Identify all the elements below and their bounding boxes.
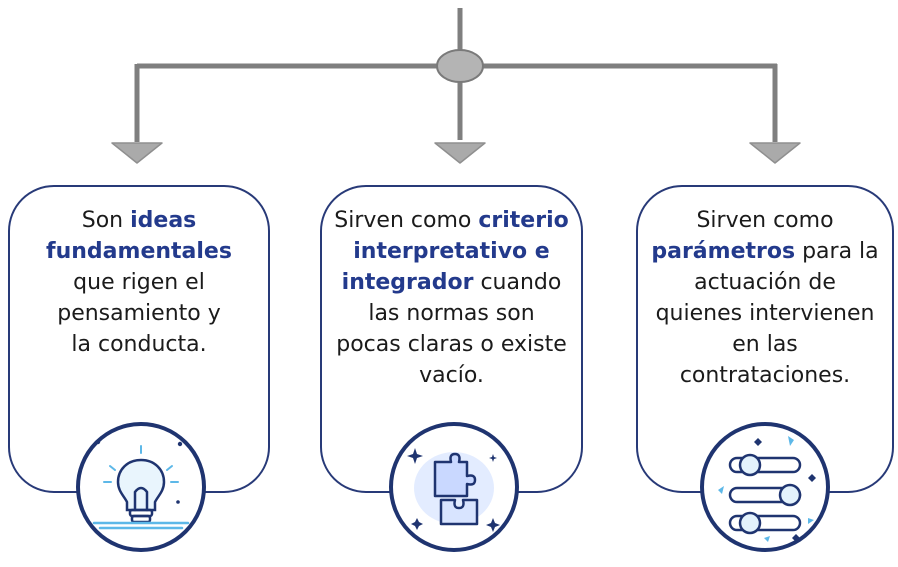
card-text-line: actuación de bbox=[636, 267, 894, 298]
arrow-down-left-icon bbox=[111, 142, 163, 164]
connector-hub bbox=[436, 49, 484, 83]
card-text-line: fundamentales bbox=[8, 236, 270, 267]
sliders-icon bbox=[718, 436, 816, 542]
card-text-line: contrataciones. bbox=[636, 360, 894, 391]
highlight-term: interpretativo e bbox=[353, 239, 550, 264]
card-text-line: integrador cuando bbox=[320, 267, 583, 298]
text-segment: que rigen el bbox=[73, 270, 205, 295]
highlight-term: parámetros bbox=[651, 239, 796, 264]
text-segment: cuando bbox=[473, 270, 562, 295]
card-text-line: quienes intervienen bbox=[636, 298, 894, 329]
text-segment: pensamiento y bbox=[57, 301, 221, 326]
text-segment: contrataciones. bbox=[679, 363, 851, 388]
card-text-line: vacío. bbox=[320, 360, 583, 391]
text-segment: en las bbox=[732, 332, 798, 357]
card-text-line: las normas son bbox=[320, 298, 583, 329]
text-segment: la conducta. bbox=[71, 332, 207, 357]
card-text-line: en las bbox=[636, 329, 894, 360]
card-ideas-text: Son ideas fundamentales que rigen el pensam… bbox=[8, 205, 270, 360]
arrow-down-right-icon bbox=[749, 142, 801, 164]
puzzle-icon-circle bbox=[389, 422, 519, 552]
highlight-term: criterio bbox=[478, 208, 569, 233]
highlight-term: integrador bbox=[341, 270, 474, 295]
card-text-line: que rigen el bbox=[8, 267, 270, 298]
card-text-line: pocas claras o existe bbox=[320, 329, 583, 360]
puzzle-icon bbox=[407, 448, 500, 532]
card-text-line: Sirven como criterio bbox=[320, 205, 583, 236]
text-segment: actuación de bbox=[694, 270, 836, 295]
card-text-line: Son ideas bbox=[8, 205, 270, 236]
sliders-icon-circle bbox=[700, 422, 830, 552]
text-segment: quienes intervienen bbox=[655, 301, 875, 326]
highlight-term: ideas bbox=[130, 208, 197, 233]
text-segment: Sirven como bbox=[696, 208, 834, 233]
text-segment: Son bbox=[81, 208, 131, 233]
lightbulb-icon-circle bbox=[76, 422, 206, 552]
text-segment: Sirven como bbox=[334, 208, 479, 233]
lightbulb-icon bbox=[92, 439, 190, 530]
card-text-line: Sirven como bbox=[636, 205, 894, 236]
text-segment: pocas claras o existe bbox=[336, 332, 567, 357]
card-text-line: parámetros para la bbox=[636, 236, 894, 267]
text-segment: las normas son bbox=[368, 301, 535, 326]
card-text-line: la conducta. bbox=[8, 329, 270, 360]
card-text-line: interpretativo e bbox=[320, 236, 583, 267]
text-segment: para la bbox=[795, 239, 879, 264]
card-parametros-text: Sirven como parámetros para la actuación d… bbox=[636, 205, 894, 391]
card-criterio-text: Sirven como criterio interpretativo e inte… bbox=[320, 205, 583, 391]
highlight-term: fundamentales bbox=[46, 239, 232, 264]
card-text-line: pensamiento y bbox=[8, 298, 270, 329]
text-segment: vacío. bbox=[419, 363, 484, 388]
arrow-down-middle-icon bbox=[434, 142, 486, 164]
